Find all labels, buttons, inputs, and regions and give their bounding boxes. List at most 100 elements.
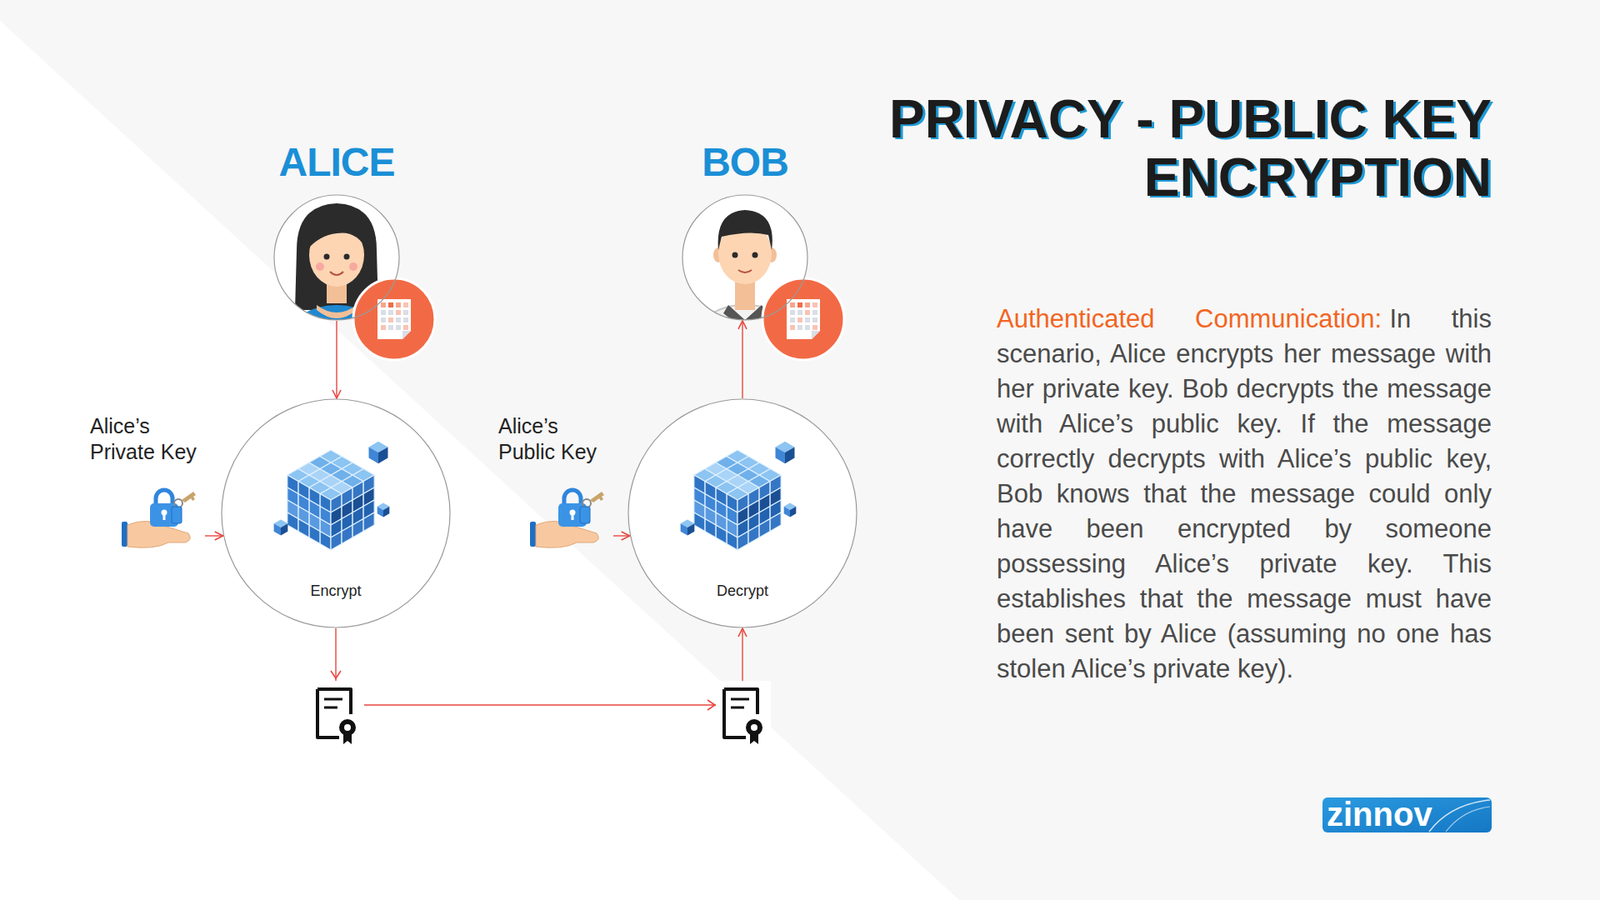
- key-blade: [181, 491, 196, 503]
- logo-swoosh: [1429, 800, 1490, 832]
- cuff: [121, 521, 128, 547]
- key-blade: [590, 491, 605, 503]
- signed-document-icon: [309, 680, 365, 750]
- document-patch: [715, 680, 771, 750]
- seal: [745, 719, 763, 736]
- document-patch: [309, 680, 365, 750]
- calendar-cell: [395, 302, 401, 308]
- calendar-cell: [812, 317, 818, 323]
- key-hand-icon: [530, 490, 605, 548]
- key-tag: [580, 506, 590, 524]
- calendar-fold: [402, 330, 411, 340]
- person-name: BOB: [701, 142, 789, 183]
- badge-circle: [353, 278, 435, 360]
- cube-cell: [363, 512, 375, 532]
- cube-bit: [274, 523, 281, 535]
- process-fill: [221, 399, 450, 628]
- circle-outline: [628, 399, 857, 628]
- avatar-circle: ALICE: [273, 194, 400, 321]
- flow-arrow: [741, 320, 743, 399]
- calendar-cell: [403, 302, 409, 308]
- calendar-cell: [790, 317, 795, 323]
- calendar-cell: [403, 325, 409, 330]
- cube-cell: [705, 519, 716, 539]
- key-label: Alice’s Public Key: [498, 405, 612, 465]
- logo-swoosh: [1445, 806, 1490, 832]
- mouth: [738, 270, 752, 273]
- cheek: [349, 262, 358, 271]
- calendar-fold: [811, 330, 820, 340]
- seal-center: [344, 724, 351, 731]
- process-circle: Decrypt: [627, 398, 858, 629]
- calendar-cell: [812, 302, 818, 308]
- mouth: [330, 271, 344, 275]
- document-page: [724, 689, 758, 738]
- logo-text: zinnov: [1326, 794, 1433, 835]
- cube-bit: [383, 506, 390, 518]
- calendar-cell: [388, 325, 394, 330]
- process-fill: [628, 399, 857, 628]
- calendar-cell: [380, 325, 386, 330]
- cube-cell: [737, 531, 749, 551]
- node-outline: [681, 194, 809, 321]
- eye: [344, 254, 350, 260]
- calendar-cell: [403, 310, 409, 315]
- process-label: Encrypt: [220, 582, 451, 601]
- signed-document-icon: [715, 680, 771, 750]
- calendar-cell: [380, 310, 386, 315]
- seal-center: [750, 724, 758, 731]
- cube-bit: [775, 446, 785, 464]
- cube-cell: [715, 525, 727, 545]
- calendar-cell: [797, 317, 803, 323]
- key-label: Alice’s Private Key: [90, 405, 204, 465]
- calendar-cell: [380, 302, 386, 308]
- calendar-cell: [790, 310, 795, 315]
- calendar-cell: [395, 317, 401, 323]
- keyhole-slot: [163, 513, 166, 520]
- cube-cell: [309, 525, 320, 545]
- cube-bit: [280, 523, 288, 535]
- calendar-cell: [797, 310, 803, 315]
- lock-shackle: [564, 490, 581, 505]
- document-line: [324, 698, 343, 701]
- document-line: [730, 706, 745, 710]
- cube-bit: [680, 523, 688, 535]
- calendar-badge: [762, 278, 845, 360]
- cube-bit: [377, 506, 384, 518]
- cube-bit: [785, 446, 795, 464]
- calendar-cell: [790, 325, 795, 330]
- calendar-sheet: [377, 299, 411, 340]
- badge-circle: [762, 278, 845, 360]
- calendar-cell: [812, 310, 818, 315]
- hair-bangs: [306, 215, 367, 250]
- cube-bit: [784, 506, 790, 518]
- keyhole-slot: [571, 513, 575, 520]
- arrow-head: [330, 670, 341, 679]
- cube-cell: [726, 531, 738, 551]
- cube-cell: [770, 512, 781, 532]
- document-line: [730, 698, 750, 701]
- cube-cell: [320, 450, 342, 463]
- cube-cell: [287, 512, 299, 532]
- calendar-cell: [395, 325, 401, 330]
- description-heading: Authenticated Communication:: [996, 304, 1382, 334]
- cube-cell: [341, 525, 353, 545]
- key-tag: [171, 506, 182, 524]
- flow-arrow: [335, 628, 743, 705]
- calendar-cell: [388, 317, 394, 323]
- calendar-cell: [380, 317, 386, 323]
- collar: [316, 305, 357, 319]
- cube-cell: [330, 531, 342, 551]
- cube-bit: [369, 446, 379, 464]
- slide-title: PRIVACY - PUBLIC KEY ENCRYPTION: [858, 90, 1492, 208]
- cube-cell: [320, 531, 331, 551]
- calendar-cell: [812, 325, 818, 330]
- cuff: [530, 521, 536, 547]
- eye: [324, 254, 330, 260]
- calendar-sheet: [786, 299, 820, 340]
- hair: [718, 210, 773, 250]
- cube-bit: [687, 523, 695, 535]
- data-cube: [274, 441, 390, 550]
- calendar-cell: [797, 325, 803, 330]
